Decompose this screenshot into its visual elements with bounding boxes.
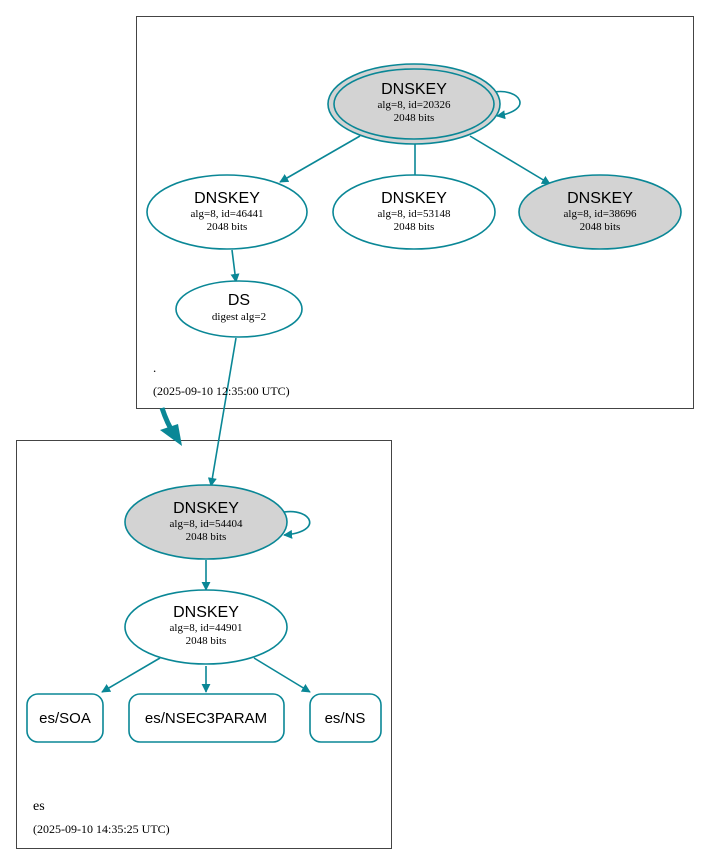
node-bits: 2048 bits (580, 221, 621, 233)
es-zone-name: es (33, 799, 45, 814)
node-alg-id: alg=8, id=20326 (378, 99, 451, 111)
rrset-ns-node[interactable]: es/NS (309, 693, 382, 743)
edge-es-zsk-to-soa (101, 657, 161, 693)
edge-es-zsk-to-ns (253, 657, 311, 693)
rrset-nsec3param-node[interactable]: es/NSEC3PARAM (128, 693, 285, 743)
node-title: DNSKEY (194, 190, 260, 207)
rrset-label: es/SOA (39, 710, 91, 727)
edge-ds-to-es-ksk (207, 337, 237, 487)
edge-ksk-to-46441 (279, 135, 361, 183)
node-alg-id: alg=8, id=54404 (170, 518, 243, 530)
node-bits: 2048 bits (186, 531, 227, 543)
node-bits: 2048 bits (394, 221, 435, 233)
node-bits: 2048 bits (186, 635, 227, 647)
rrset-soa-node[interactable]: es/SOA (26, 693, 104, 743)
es-zsk-node[interactable]: DNSKEY alg=8, id=44901 2048 bits (124, 589, 288, 665)
node-alg-id: alg=8, id=44901 (170, 622, 243, 634)
node-title: DNSKEY (567, 190, 633, 207)
node-alg-id: alg=8, id=38696 (564, 208, 637, 220)
es-zone-timestamp: (2025-09-10 14:35:25 UTC) (33, 822, 170, 836)
root-zsk-46441-node[interactable]: DNSKEY alg=8, id=46441 2048 bits (146, 174, 308, 250)
ds-node[interactable]: DS digest alg=2 (175, 280, 303, 338)
node-bits: 2048 bits (394, 112, 435, 124)
rrset-label: es/NS (325, 710, 366, 727)
es-ksk-node[interactable]: DNSKEY alg=8, id=54404 2048 bits (124, 484, 288, 560)
root-ksk-node[interactable]: DNSKEY alg=8, id=20326 2048 bits (327, 63, 501, 145)
node-title: DNSKEY (381, 81, 447, 98)
node-alg-id: alg=8, id=46441 (191, 208, 264, 220)
delegation-arrowhead (160, 424, 182, 446)
edge-46441-to-ds (230, 249, 240, 283)
node-title: DNSKEY (173, 500, 239, 517)
root-zsk-38696-node[interactable]: DNSKEY alg=8, id=38696 2048 bits (518, 174, 682, 250)
node-title: DNSKEY (381, 190, 447, 207)
edge-es-ksk-selfsig (283, 510, 311, 539)
root-zone-timestamp: (2025-09-10 12:35:00 UTC) (153, 384, 290, 398)
node-alg-id: alg=8, id=53148 (378, 208, 451, 220)
root-zsk-53148-node[interactable]: DNSKEY alg=8, id=53148 2048 bits (332, 174, 496, 250)
root-zone-name: . (153, 360, 156, 375)
edge-ksk-selfsig (493, 90, 521, 120)
es-zone-box (16, 440, 392, 849)
root-zone-box (136, 16, 694, 409)
node-digest: digest alg=2 (212, 311, 266, 323)
node-title: DNSKEY (173, 604, 239, 621)
node-bits: 2048 bits (207, 221, 248, 233)
node-title: DS (228, 292, 250, 309)
edge-ksk-to-38696 (469, 135, 551, 185)
rrset-label: es/NSEC3PARAM (145, 710, 267, 727)
